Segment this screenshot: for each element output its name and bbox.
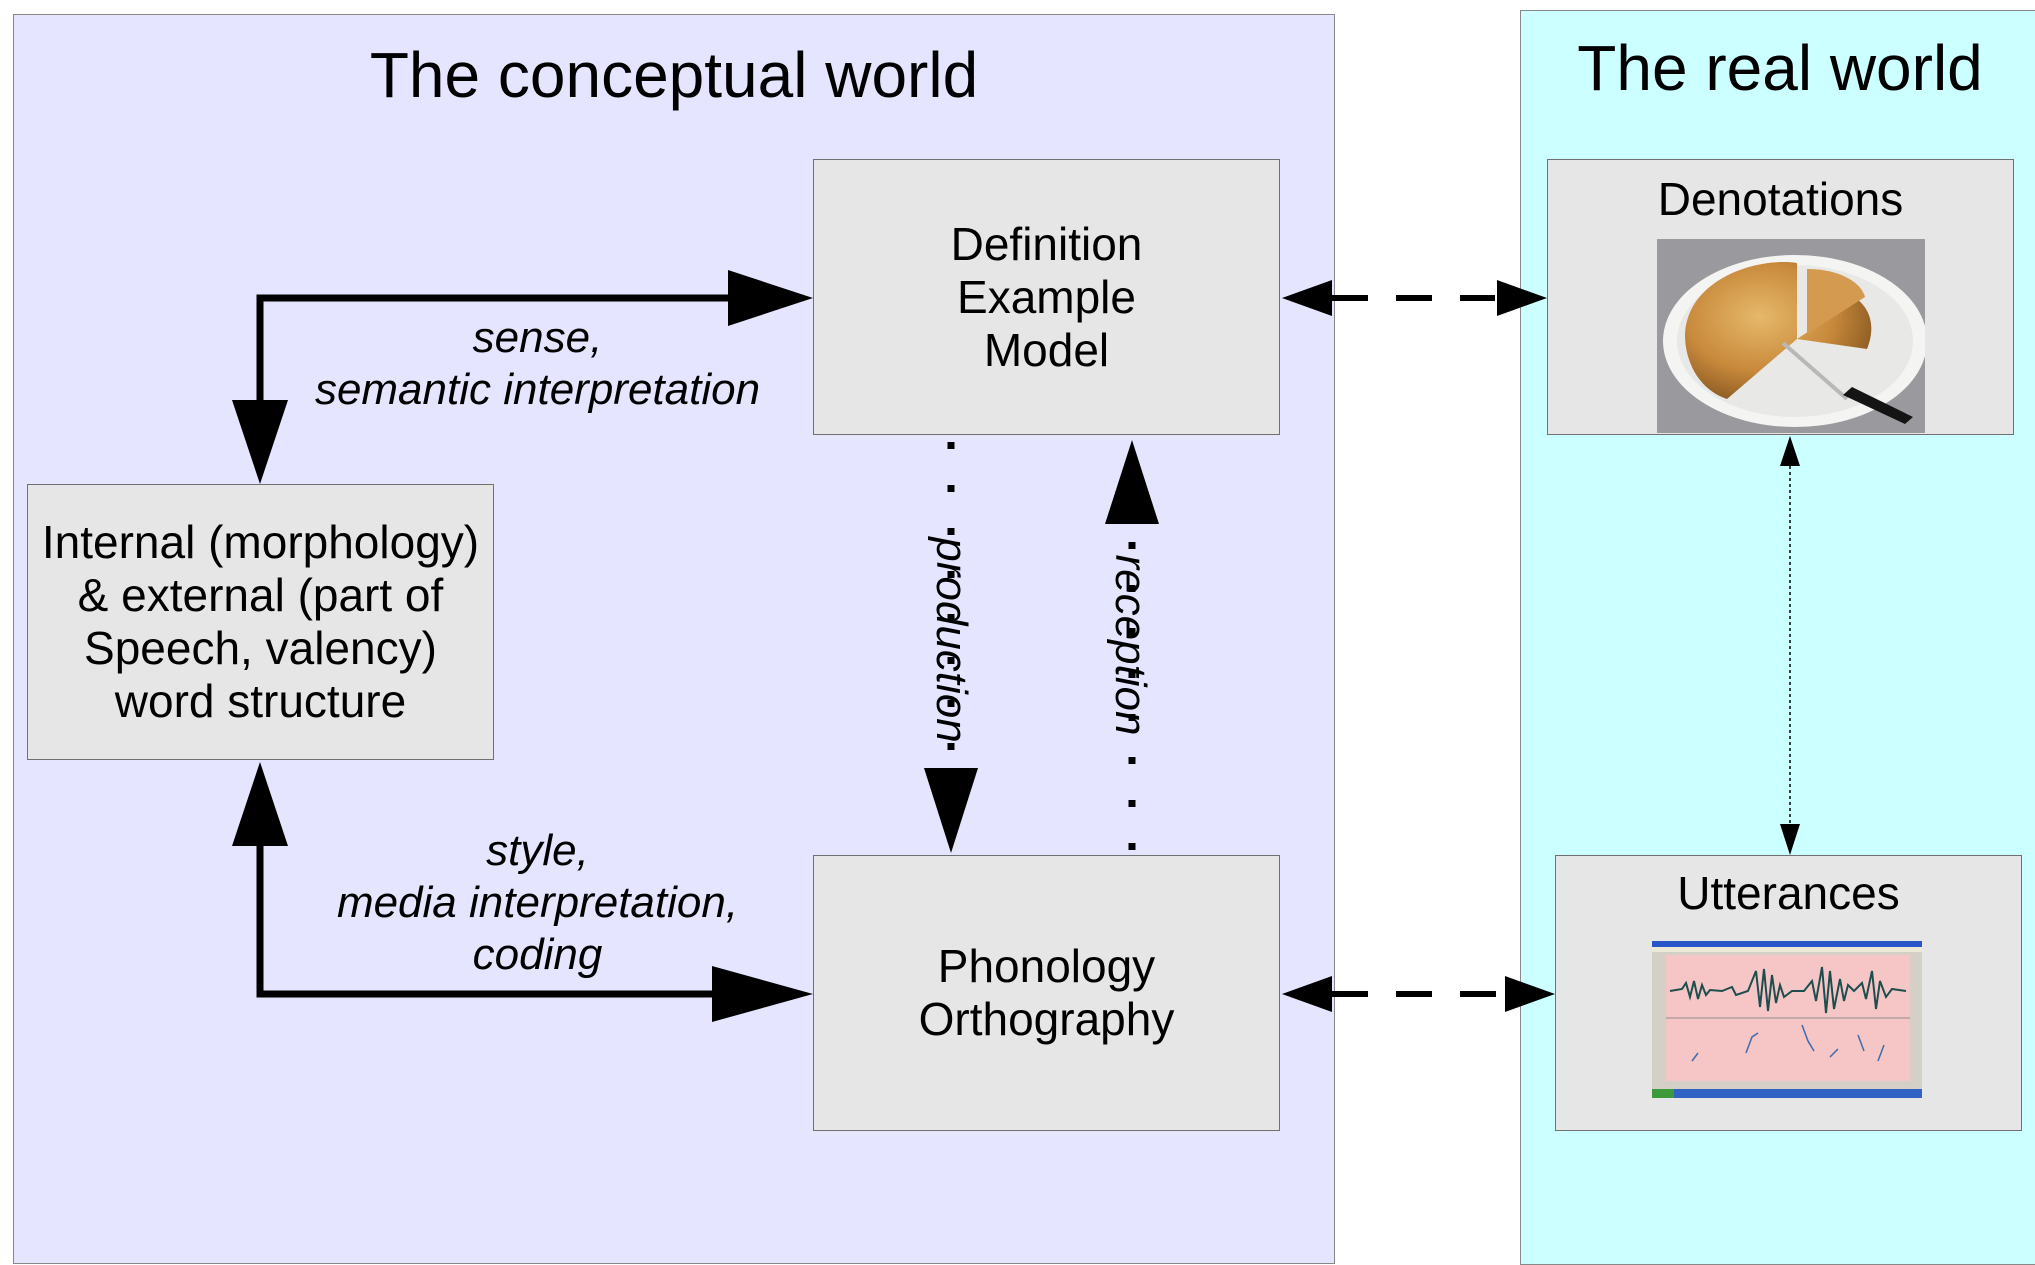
word-structure-box: Internal (morphology) & external (part o… — [27, 484, 494, 760]
definition-line: Definition — [950, 217, 1143, 270]
phonology-box: Phonology Orthography — [813, 855, 1280, 1131]
production-label: production — [927, 537, 976, 743]
word-structure-line: word structure — [114, 675, 407, 727]
sense-label: sense, semantic interpretation — [270, 312, 805, 416]
style-label: style, media interpretation, coding — [290, 825, 785, 981]
word-structure-line: Speech, valency) — [84, 622, 437, 674]
style-label-line: coding — [472, 930, 603, 979]
word-structure-line: Internal (morphology) — [41, 516, 480, 568]
pie-photo — [1657, 239, 1925, 433]
word-structure-line: & external (part of — [77, 569, 444, 621]
utterances-box: Utterances — [1555, 855, 2022, 1131]
waveform-screenshot — [1652, 941, 1922, 1098]
utterances-title: Utterances — [1677, 867, 1900, 919]
style-label-line: style, — [486, 826, 589, 875]
model-line: Model — [983, 323, 1110, 376]
utterance-link-arrow — [1282, 976, 1555, 1012]
denotations-box: Denotations — [1547, 159, 2014, 435]
style-label-line: media interpretation, — [336, 878, 739, 927]
production-arrow — [924, 442, 978, 853]
conceptual-world-title: The conceptual world — [369, 39, 979, 111]
example-line: Example — [957, 270, 1136, 323]
reception-label: reception — [1106, 554, 1155, 736]
style-arrow — [232, 762, 813, 1022]
sense-label-line: semantic interpretation — [314, 365, 761, 414]
sense-arrow — [232, 270, 813, 484]
sense-label-line: sense, — [472, 313, 603, 362]
reception-arrow — [1105, 440, 1159, 850]
real-world-link-arrow — [1780, 436, 1800, 855]
phonology-line: Phonology — [937, 940, 1156, 992]
denotations-title: Denotations — [1657, 173, 1904, 225]
definition-box: Definition Example Model — [813, 159, 1280, 435]
real-world-title: The real world — [1577, 32, 1983, 104]
orthography-line: Orthography — [918, 993, 1175, 1045]
denotation-link-arrow — [1282, 280, 1547, 316]
